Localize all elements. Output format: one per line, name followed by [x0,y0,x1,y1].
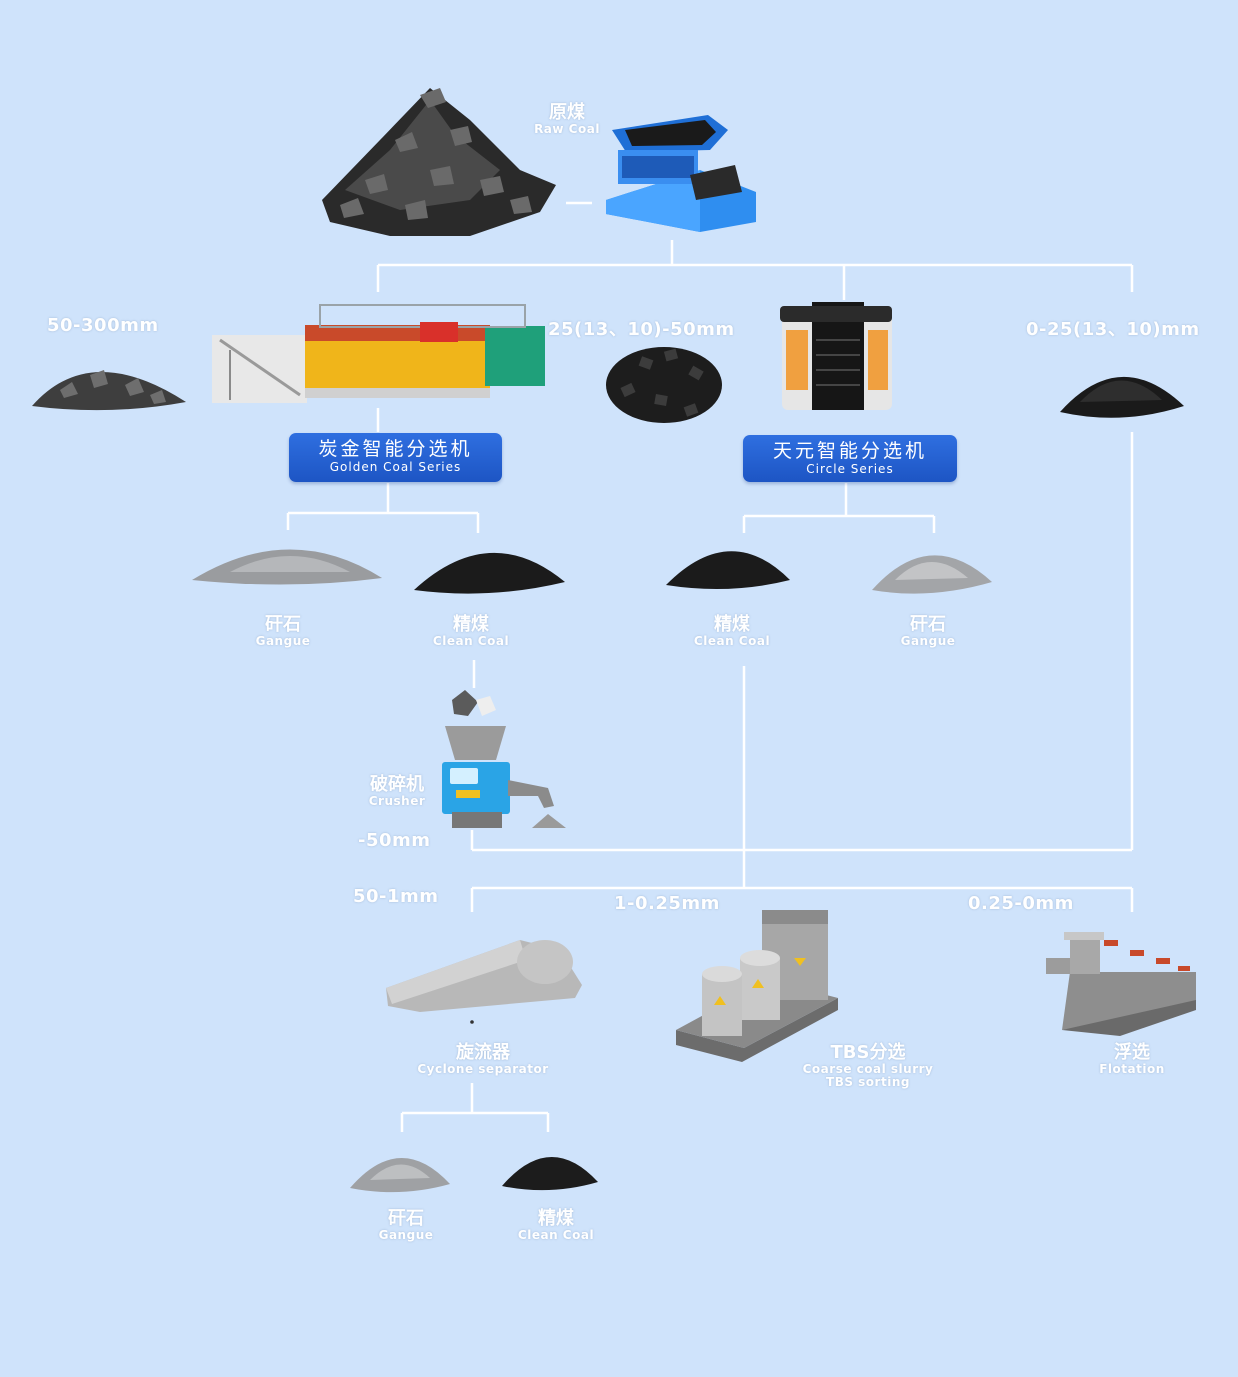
clean-3-en: Clean Coal [517,1228,595,1242]
clean-coal-pile-icon [502,1156,598,1191]
golden-coal-series-button[interactable]: 炭金智能分选机 Golden Coal Series [289,433,502,482]
gangue-label-3: 矸石 Gangue [366,1209,446,1242]
clean-coal-label-2: 精煤 Clean Coal [685,615,779,648]
gangue-1-cn: 矸石 [265,614,301,635]
size-crushed: -50mm [358,830,431,851]
crusher-en: Crusher [368,794,426,808]
flotation-label: 浮选 Flotation [1092,1043,1172,1076]
clean-coal-label-3: 精煤 Clean Coal [509,1209,603,1242]
clean-1-en: Clean Coal [432,634,510,648]
clean-coal-label-1: 精煤 Clean Coal [424,615,518,648]
clean-2-cn: 精煤 [714,614,750,635]
golden-series-en: Golden Coal Series [329,460,462,474]
raw-coal-cn: 原煤 [549,102,585,123]
size-fine: 0-25(13、10)mm [1026,319,1200,340]
size-1-025: 1-0.25mm [614,893,720,914]
size-50-1: 50-1mm [353,886,439,907]
tbs-en-line2: TBS sorting [826,1075,910,1089]
gangue-3-en: Gangue [378,1228,434,1242]
flotation-cn: 浮选 [1114,1042,1150,1063]
gangue-3-cn: 矸石 [388,1208,424,1229]
clean-3-cn: 精煤 [538,1208,574,1229]
tbs-en-line1: Coarse coal slurry [802,1062,934,1076]
gangue-2-cn: 矸石 [910,614,946,635]
clean-1-cn: 精煤 [453,614,489,635]
circle-series-en: Circle Series [806,462,894,476]
size-025-0: 0.25-0mm [968,893,1074,914]
gangue-2-en: Gangue [900,634,956,648]
circle-series-cn: 天元智能分选机 [772,440,927,462]
crusher-label: 破碎机 Crusher [358,775,436,808]
tbs-cn: TBS分选 [830,1042,906,1063]
size-coarse: 50-300mm [47,315,159,336]
raw-coal-en: Raw Coal [534,122,600,136]
cyclone-label: 旋流器 Cyclone separator [410,1043,556,1076]
flotation-en: Flotation [1099,1062,1165,1076]
golden-series-cn: 炭金智能分选机 [318,438,473,460]
crusher-cn: 破碎机 [370,774,424,795]
cyclone-en: Cyclone separator [417,1062,549,1076]
tbs-label: TBS分选 Coarse coal slurry TBS sorting [798,1043,938,1089]
gangue-1-en: Gangue [255,634,311,648]
size-medium: 25(13、10)-50mm [548,319,735,340]
circle-series-button[interactable]: 天元智能分选机 Circle Series [743,435,957,482]
gangue-label-2: 矸石 Gangue [888,615,968,648]
clean-coal-pile-icon [414,552,565,594]
cyclone-cn: 旋流器 [456,1042,510,1063]
raw-coal-label: 原煤 Raw Coal [528,103,606,136]
clean-coal-pile-icon [666,551,790,589]
clean-2-en: Clean Coal [693,634,771,648]
gangue-label-1: 矸石 Gangue [243,615,323,648]
